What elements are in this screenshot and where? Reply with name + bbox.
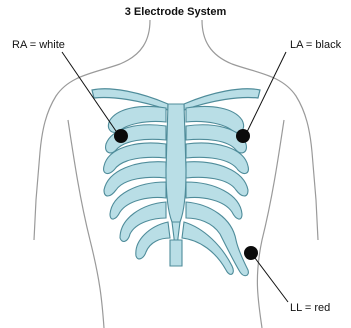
electrode-ll (244, 246, 258, 260)
electrode-label-ll: LL = red (290, 302, 330, 314)
electrode-label-la: LA = black (290, 39, 341, 51)
rib-cage (104, 104, 249, 276)
electrode-la (236, 129, 250, 143)
electrode-ra (114, 129, 128, 143)
electrode-label-ra: RA = white (12, 39, 65, 51)
